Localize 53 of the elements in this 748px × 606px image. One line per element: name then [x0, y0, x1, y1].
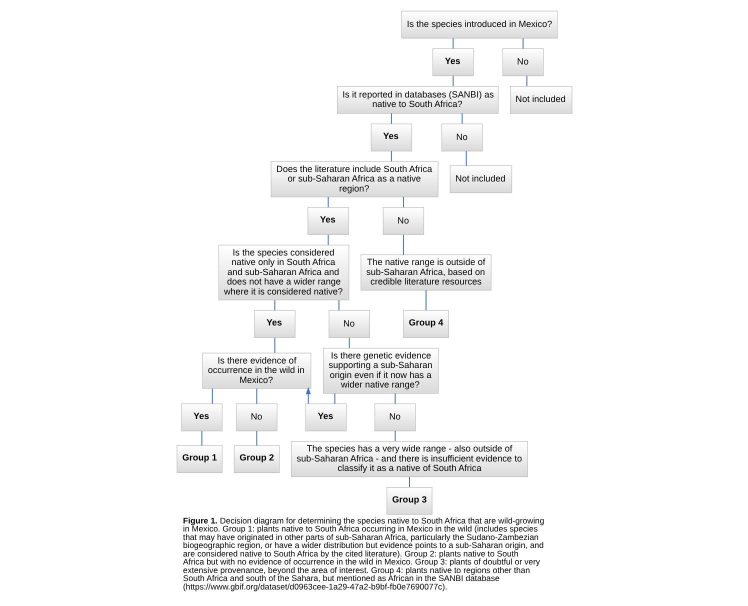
node-box: No: [382, 207, 424, 235]
node-box: Is the species considered native only in South Africa and sub-Saharan Africa and does not have a wider range where it is considered native?: [218, 244, 349, 300]
node-box: Is there evidence of occurrence in the wild in Mexico?: [202, 352, 311, 389]
connector: [338, 300, 339, 311]
connector: [394, 393, 396, 404]
connector: [465, 150, 466, 166]
node-box: No: [374, 404, 416, 432]
connector: [200, 430, 202, 446]
node-box: Group 3: [386, 487, 432, 515]
node-box: Yes: [180, 404, 222, 432]
connector: [408, 476, 410, 488]
connector: [461, 112, 462, 124]
caption: Figure 1. Decision diagram for determining the species native to South Africa that are wild-growing in Mexico. Group 1: plants native to South Africa occurring in Mexico in the wild (includes species that may have originated in other parts of sub-Saharan Africa, particularly the Sudano-Zambezian biogeographic region, or have a wider distribution but evidence points to a sub-Saharan origin, and are considered native to South Africa by the cited literature). Group 2: plants native to South Africa but with no evidence of occurrence in the wild in Mexico. Group 3: plants of doubtful or very extensive provenance, beyond the area of interest. Group 4: plants native to regions other than South Africa and south of the Sahara, but mentioned as African in the SANBI database (https://www.gbif.org/dataset/d0963cee-1a29-47a2-b9bf-fb0e7690077c).: [182, 516, 544, 592]
node-box: No: [328, 310, 370, 338]
node-box: Group 4: [402, 310, 448, 338]
connector: [327, 196, 328, 208]
connector: [425, 290, 426, 311]
connector: [522, 38, 524, 50]
connector: [256, 388, 257, 404]
connector: [452, 38, 454, 50]
connector: [390, 150, 392, 162]
node-box: Group 2: [233, 445, 280, 473]
connector: [334, 393, 335, 404]
node-box: Yes: [432, 48, 474, 76]
connector: [274, 337, 275, 354]
connector: [402, 196, 404, 208]
node-box: No: [502, 48, 544, 76]
connector: [402, 234, 404, 256]
node-box: Group 1: [176, 445, 222, 473]
connector: [348, 337, 350, 349]
connector: [327, 234, 328, 246]
connector: [256, 430, 257, 446]
node-box: Does the literature include South Africa or sub-Saharan Africa as a native region?: [270, 161, 438, 198]
connector: [526, 75, 527, 87]
node-box: Yes: [254, 310, 295, 338]
node-box: Is it reported in databases (SANBI) as native to South Africa?: [336, 86, 498, 114]
node-box: Is there genetic evidence supporting a sub-Saharan origin even if it now has a wider native range?: [322, 348, 438, 394]
node-box: Is the species introduced in Mexico?: [400, 10, 558, 38]
connector: [390, 112, 392, 124]
node-box: Not included: [510, 86, 572, 114]
node-box: Yes: [307, 207, 348, 235]
node-box: Yes: [304, 404, 346, 432]
connector: [211, 388, 212, 404]
node-box: No: [441, 124, 482, 152]
connector: [274, 300, 275, 311]
arrow: [305, 387, 310, 404]
connector: [394, 430, 396, 442]
node-box: Not included: [449, 165, 512, 194]
connector: [452, 75, 454, 87]
node-box: The native range is outside of sub-Saharan Africa, based on credible literature resources: [360, 254, 491, 290]
node-box: No: [236, 404, 277, 432]
node-box: Yes: [370, 124, 412, 152]
node-box: The species has a very wide range - also outside of sub-Saharan Africa - and there is insufficient evidence to classify it as a native of South Africa: [290, 441, 528, 478]
